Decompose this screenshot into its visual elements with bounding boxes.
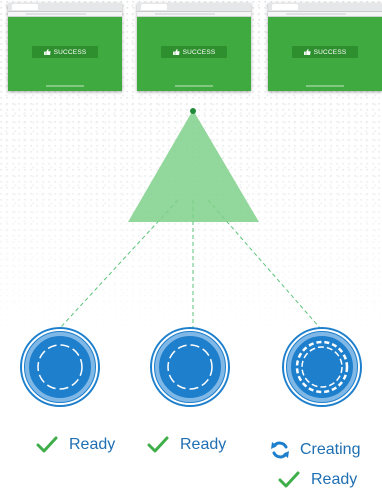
footer-line <box>306 85 344 87</box>
status-node-3-creating: Creating <box>270 440 360 460</box>
screen-3: SUCCESS <box>268 3 382 91</box>
thumbs-up-icon <box>172 49 180 55</box>
node-3 <box>282 327 362 407</box>
success-badge: SUCCESS <box>292 46 358 58</box>
status-label: Ready <box>69 436 116 453</box>
screen-2: SUCCESS <box>137 3 251 91</box>
node-1 <box>20 327 100 407</box>
node-2 <box>150 327 230 407</box>
browser-addressbar <box>268 12 382 17</box>
success-label: SUCCESS <box>313 48 347 56</box>
browser-addressbar <box>137 12 251 17</box>
browser-tabbar <box>268 3 382 12</box>
status-label: Ready <box>180 436 227 453</box>
status-label: Creating <box>300 441 361 458</box>
screen-1: SUCCESS <box>8 3 122 91</box>
success-badge: SUCCESS <box>161 46 227 58</box>
browser-addressbar <box>8 12 122 17</box>
status-node-3-ready: Ready <box>278 471 357 489</box>
check-icon <box>36 436 58 453</box>
thumbs-up-icon <box>43 49 51 55</box>
thumbs-up-icon <box>303 49 311 55</box>
apex-dot <box>190 108 196 114</box>
browser-tabbar <box>8 3 122 12</box>
success-badge: SUCCESS <box>32 46 98 58</box>
footer-line <box>175 85 213 87</box>
footer-line <box>46 85 84 87</box>
check-icon <box>278 471 300 488</box>
success-label: SUCCESS <box>53 48 87 56</box>
status-node-1: Ready <box>36 436 115 454</box>
check-icon <box>147 436 169 453</box>
distribution-triangle <box>128 110 259 222</box>
browser-tabbar <box>137 3 251 12</box>
refresh-icon <box>271 441 289 459</box>
status-label: Ready <box>311 471 358 488</box>
success-label: SUCCESS <box>182 48 216 56</box>
status-node-2: Ready <box>147 436 226 454</box>
